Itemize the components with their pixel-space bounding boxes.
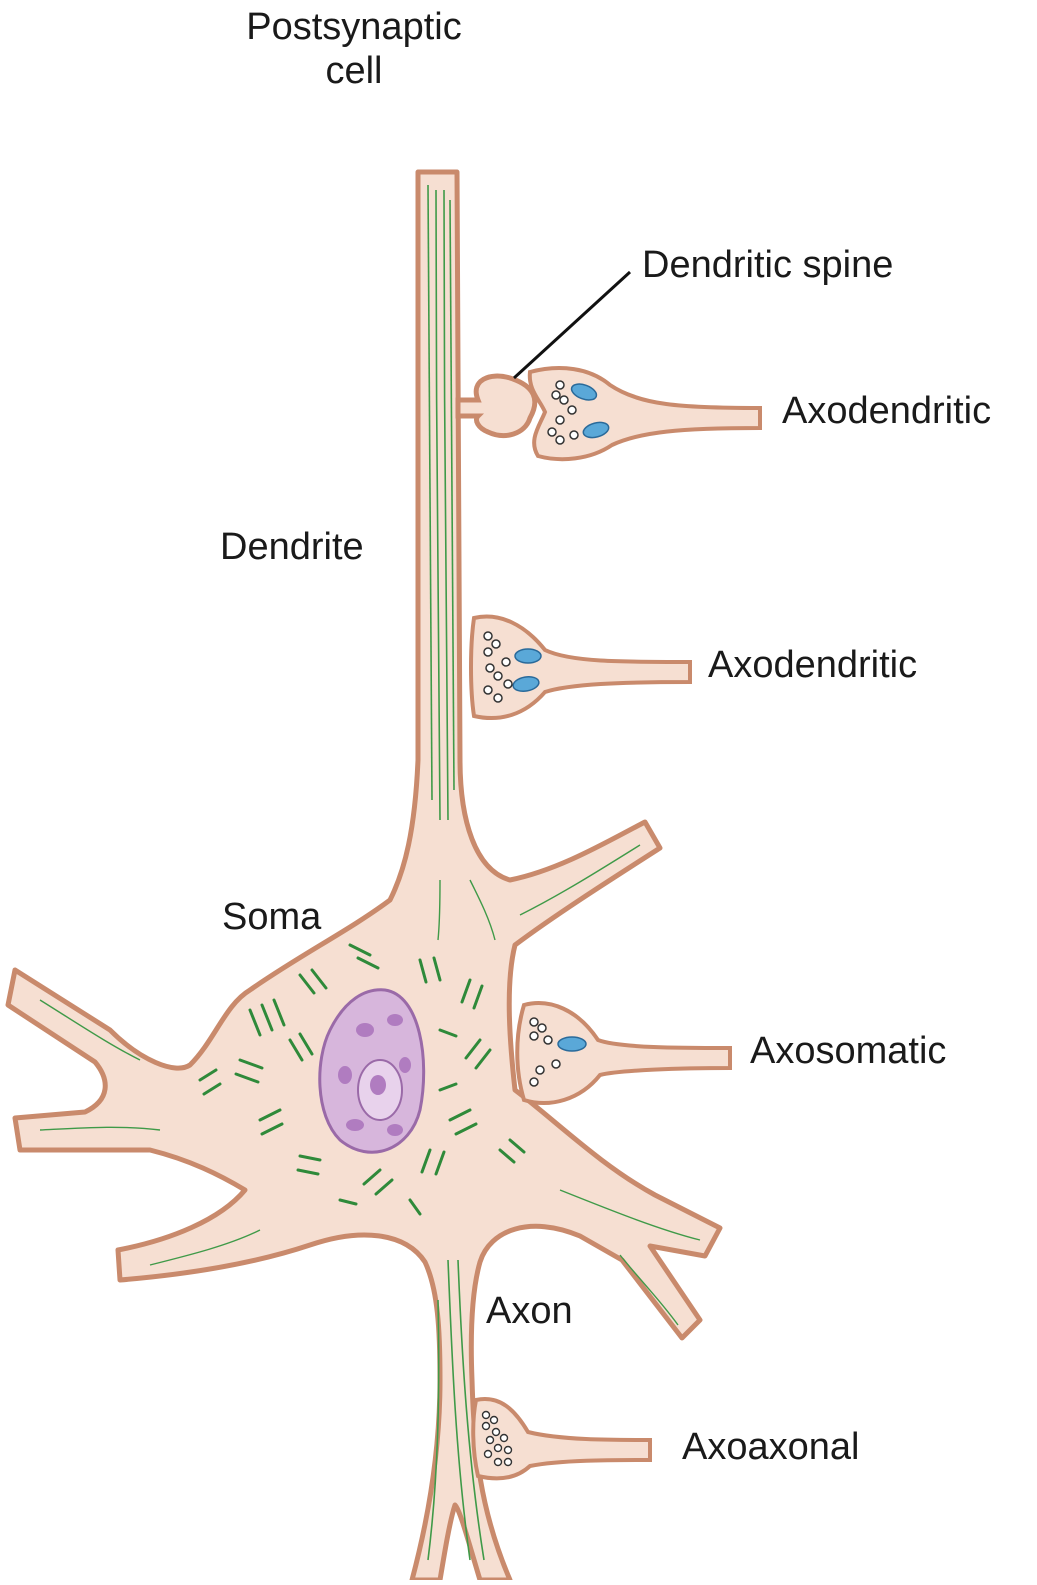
- soma-label: Soma: [222, 896, 322, 938]
- axosomatic-label: Axosomatic: [750, 1030, 947, 1072]
- soma-neurofibrils: [198, 943, 526, 1216]
- axon-microtubules: [427, 1259, 485, 1561]
- dendritic-spine-leader-line: [512, 270, 632, 380]
- postsynaptic-cell-label: Postsynaptic cell: [200, 6, 508, 93]
- axodendritic-terminal-2: [469, 614, 692, 721]
- postsynaptic-label-line1: Postsynaptic: [246, 6, 462, 48]
- axoaxonal-terminal: [471, 1397, 652, 1481]
- axon-label: Axon: [486, 1290, 573, 1332]
- branch-fibrils: [39, 844, 701, 1326]
- axodendritic-terminal-1: [527, 366, 762, 462]
- dendritic-spine-shape: [455, 373, 538, 438]
- dendritic-spine-label: Dendritic spine: [642, 244, 894, 286]
- postsynaptic-cell-body: [5, 169, 723, 1583]
- dendrite-label: Dendrite: [220, 526, 364, 568]
- postsynaptic-label-line2: cell: [325, 49, 383, 92]
- nucleus: [318, 988, 426, 1154]
- axosomatic-terminal: [515, 1001, 732, 1105]
- axodendritic-label-1: Axodendritic: [782, 390, 992, 432]
- dendrite-microtubules: [427, 184, 455, 821]
- axoaxonal-label: Axoaxonal: [682, 1426, 860, 1468]
- axodendritic-label-2: Axodendritic: [708, 644, 918, 686]
